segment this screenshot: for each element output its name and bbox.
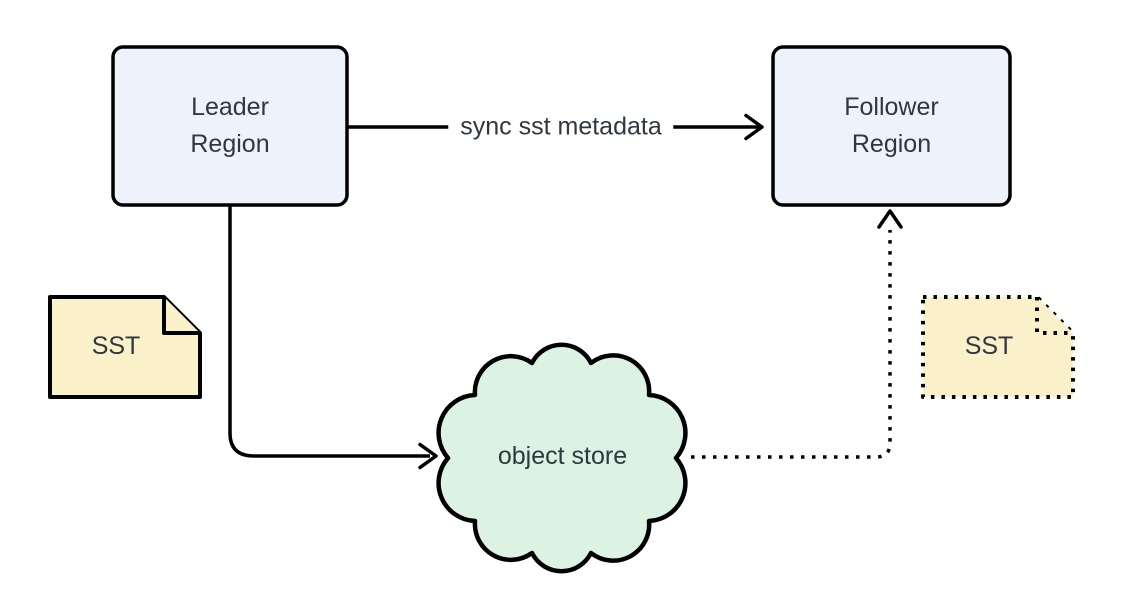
- store-to-follower-arrow-line: [691, 230, 892, 459]
- object-store-cloud-shape: [436, 342, 688, 574]
- sst-document-right-fold: [1035, 297, 1073, 335]
- store-to-follower-arrowhead: [877, 209, 903, 229]
- follower-region-shape: [771, 45, 1012, 207]
- sst-document-left-fold: [162, 297, 200, 335]
- leader-to-store-arrowhead: [418, 442, 438, 470]
- leader-region-shape: [111, 45, 349, 207]
- sst-document-right-shape: [921, 295, 1075, 399]
- leader-to-store-arrow-line: [228, 205, 430, 458]
- sync-metadata-arrowhead: [744, 113, 764, 141]
